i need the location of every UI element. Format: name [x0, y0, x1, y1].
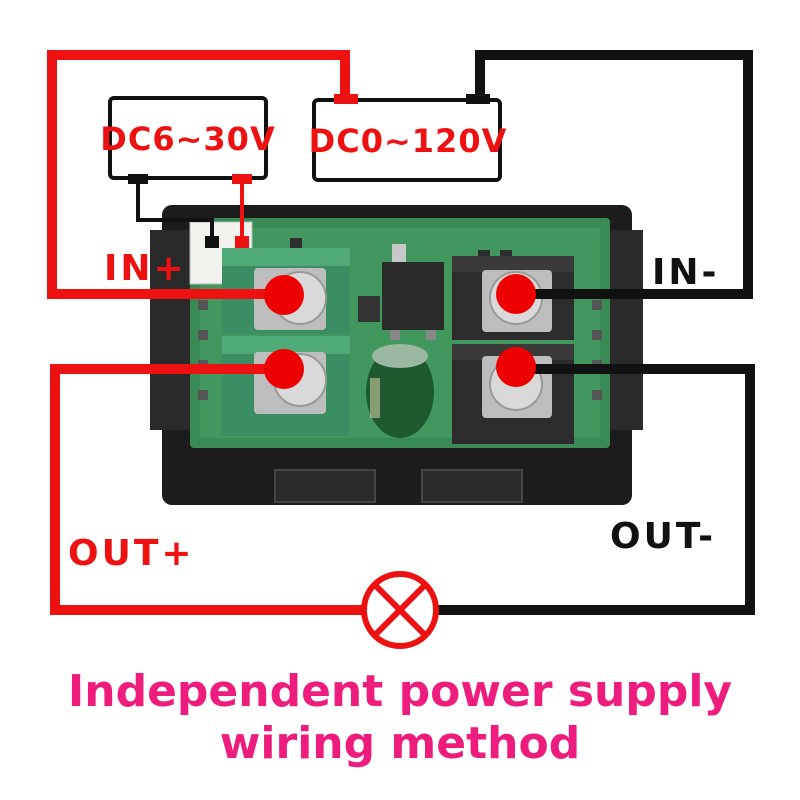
in-plus-wire — [47, 50, 350, 299]
caption-line-2: wiring method — [219, 718, 581, 769]
label-out-plus: OUT+ — [68, 533, 195, 574]
aux-negative-wire — [136, 180, 214, 242]
supply-box-dc6-30v: DC6~30V — [100, 96, 275, 184]
out-minus-wire — [437, 364, 755, 615]
supply-label-dc0-120v: DC0~120V — [309, 122, 508, 160]
out-plus-terminal-dot — [264, 349, 304, 389]
out-plus-wire — [50, 364, 363, 615]
supply-box-dc0-120v: DC0~120V — [309, 94, 508, 182]
label-out-minus: OUT- — [610, 516, 716, 557]
out-minus-terminal-dot — [496, 347, 536, 387]
label-in-plus: IN+ — [104, 248, 187, 289]
caption-line-1: Independent power supply — [67, 666, 733, 717]
label-in-minus: IN- — [652, 252, 719, 293]
regulator-chip — [382, 262, 444, 330]
in-minus-wire — [475, 50, 753, 299]
lamp-icon — [361, 571, 439, 649]
in-minus-terminal-dot — [496, 274, 536, 314]
supply-label-dc6-30v: DC6~30V — [100, 120, 275, 158]
capacitor — [366, 346, 434, 438]
in-plus-terminal-dot — [264, 275, 304, 315]
meter-module — [150, 205, 643, 505]
